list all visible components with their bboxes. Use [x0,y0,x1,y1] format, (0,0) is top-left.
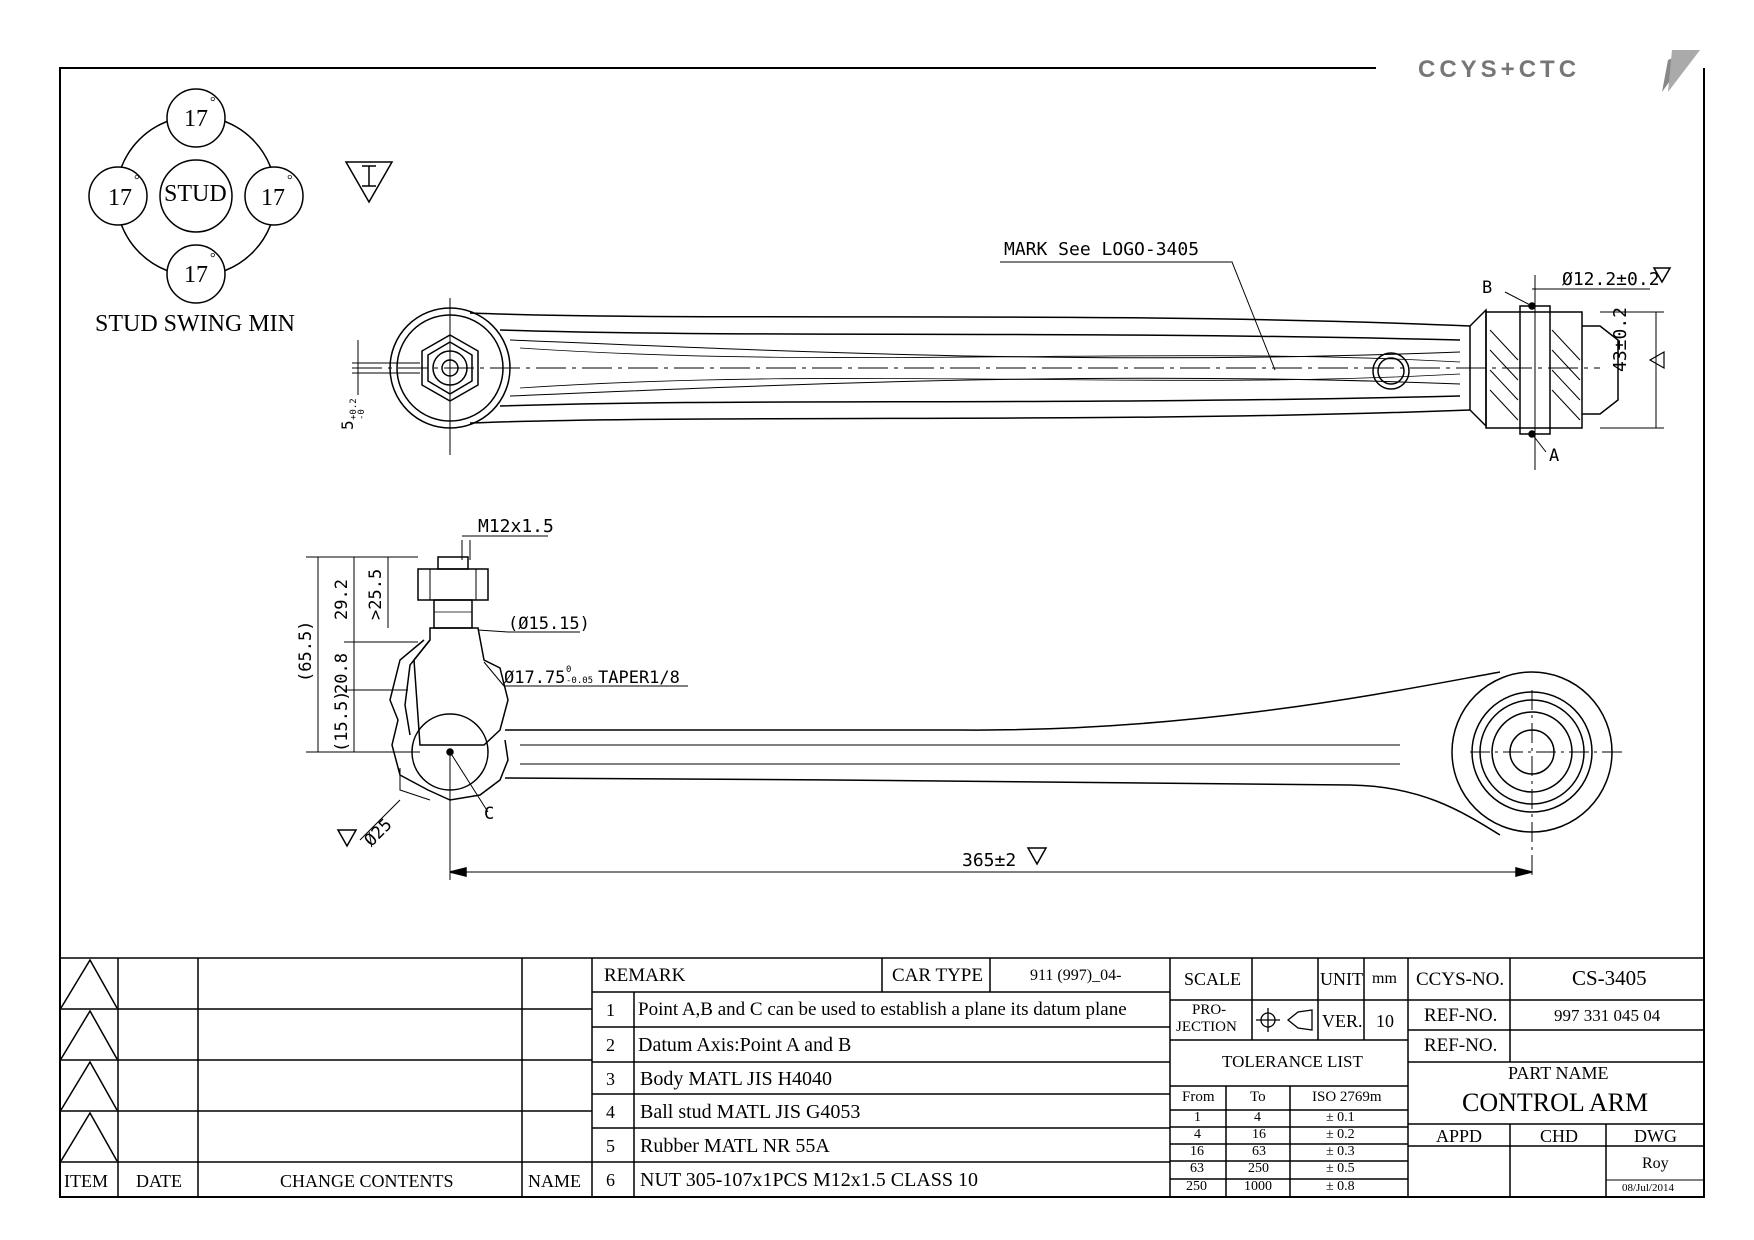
rev-header-date: DATE [136,1171,182,1191]
surface-finish-symbol [344,161,394,204]
appd-label: APPD [1436,1126,1483,1146]
tol-value: ± 0.8 [1326,1179,1355,1194]
unit-value: mm [1372,970,1397,987]
tol-to: 1000 [1244,1179,1272,1194]
tol-value: ± 0.3 [1326,1144,1355,1159]
remark-number: 6 [606,1170,615,1190]
tol-from: 16 [1190,1144,1204,1159]
title-block-grid [60,957,1704,1197]
ccys-no-value: CS-3405 [1572,966,1647,990]
remark-number: 2 [606,1035,615,1055]
dim-29-2: 29.2 [332,579,352,620]
ref-no-2-label: REF-NO. [1424,1035,1498,1056]
top-view-arm [352,261,1672,470]
swing-left-deg: ° [134,173,140,188]
side-view-arm [306,535,1626,880]
rev-header-item: ITEM [64,1171,108,1191]
tol-value: ± 0.1 [1326,1110,1355,1125]
ccys-no-label: CCYS-NO. [1416,969,1505,990]
dwg-label: DWG [1634,1126,1677,1146]
tol-header-to: To [1250,1089,1266,1105]
projection-label: PRO- [1192,1002,1227,1018]
taper-tol-upper: 0 [566,665,572,675]
dim-65-5: (65.5) [296,620,316,682]
remark-number: 4 [606,1102,615,1122]
taper-dia: Ø17.75 [504,668,566,688]
scale-label: SCALE [1184,969,1242,989]
stud-swing-diagram [88,88,304,304]
dim-25-5: >25.5 [366,568,386,620]
thread-dim: M12x1.5 [478,516,554,537]
brand-logo-text: CCYS+CTC [1418,56,1581,83]
car-type-label: CAR TYPE [892,965,983,986]
tolerance-title: TOLERANCE LIST [1222,1052,1363,1071]
taper-tol-lower: -0.05 [566,676,594,686]
ver-value: 10 [1376,1011,1394,1031]
length-dim: 365±2 [962,850,1017,871]
remark-text: Body MATL JIS H4040 [640,1068,833,1090]
dia-15-15: (Ø15.15) [508,614,590,634]
part-name-value: CONTROL ARM [1462,1088,1649,1117]
thickness-tol-lower: -0 [357,409,367,420]
tol-to: 63 [1252,1144,1266,1159]
remark-text: Rubber MATL NR 55A [640,1135,830,1157]
drawing-date: 08/Jul/2014 [1622,1182,1674,1194]
swing-center-label: STUD [164,181,227,207]
ref-no-value: 997 331 045 04 [1554,1006,1661,1025]
remark-number: 5 [606,1136,615,1156]
swing-bottom-value: 17 [184,262,208,288]
remark-text: NUT 305-107x1PCS M12x1.5 CLASS 10 [640,1169,979,1191]
tol-from: 4 [1194,1127,1201,1142]
projection-symbol-icon [1256,1008,1313,1032]
tol-value: ± 0.5 [1326,1161,1355,1176]
thickness-dim: 5 [338,420,357,430]
bore-dim: Ø12.2±0.2 [1562,269,1660,290]
remark-number: 1 [606,1000,615,1020]
swing-right-value: 17 [261,185,285,211]
remark-text: Datum Axis:Point A and B [638,1034,852,1056]
swing-left-value: 17 [108,185,132,211]
unit-label: UNIT [1320,969,1363,989]
remark-number: 3 [606,1069,615,1089]
chd-label: CHD [1540,1126,1579,1146]
tol-from: 1 [1194,1110,1201,1125]
dwg-by: Roy [1642,1155,1669,1172]
dim-15-5: (15.5) [332,690,352,752]
projection-label-2: JECTION [1176,1019,1237,1035]
tol-from: 250 [1186,1179,1207,1194]
sheet-border [59,67,1705,1198]
point-a-label: A [1549,446,1560,466]
brand-logo-mark [1662,50,1700,92]
swing-caption: STUD SWING MIN [95,311,295,337]
remark-text: Point A,B and C can be used to establish… [638,999,1127,1020]
tol-header-from: From [1182,1089,1215,1105]
tol-from: 63 [1190,1161,1204,1176]
swing-top-deg: ° [210,95,216,110]
tol-to: 250 [1248,1161,1269,1176]
remark-label: REMARK [604,965,686,986]
tol-to: 16 [1252,1127,1266,1142]
part-name-label: PART NAME [1508,1063,1609,1083]
height-dim: 43±0.2 [1610,306,1631,372]
point-b-label: B [1482,278,1493,298]
ver-label: VER. [1322,1011,1363,1031]
tol-to: 4 [1254,1110,1261,1125]
tol-value: ± 0.2 [1326,1127,1355,1142]
car-type-value: 911 (997)_04- [1030,967,1122,984]
swing-right-deg: ° [287,173,293,188]
ref-no-label: REF-NO. [1424,1005,1498,1026]
dim-20-8: 20.8 [332,653,352,694]
rev-header-name: NAME [528,1171,581,1191]
mark-note: MARK See LOGO-3405 [1004,239,1200,260]
taper-ratio: TAPER1/8 [598,668,680,688]
rev-header-contents: CHANGE CONTENTS [280,1171,454,1191]
swing-top-value: 17 [184,106,208,132]
point-c-label: C [484,804,495,824]
tol-header-std: ISO 2769m [1312,1089,1382,1105]
swing-bottom-deg: ° [210,251,216,266]
remark-text: Ball stud MATL JIS G4053 [640,1101,861,1123]
